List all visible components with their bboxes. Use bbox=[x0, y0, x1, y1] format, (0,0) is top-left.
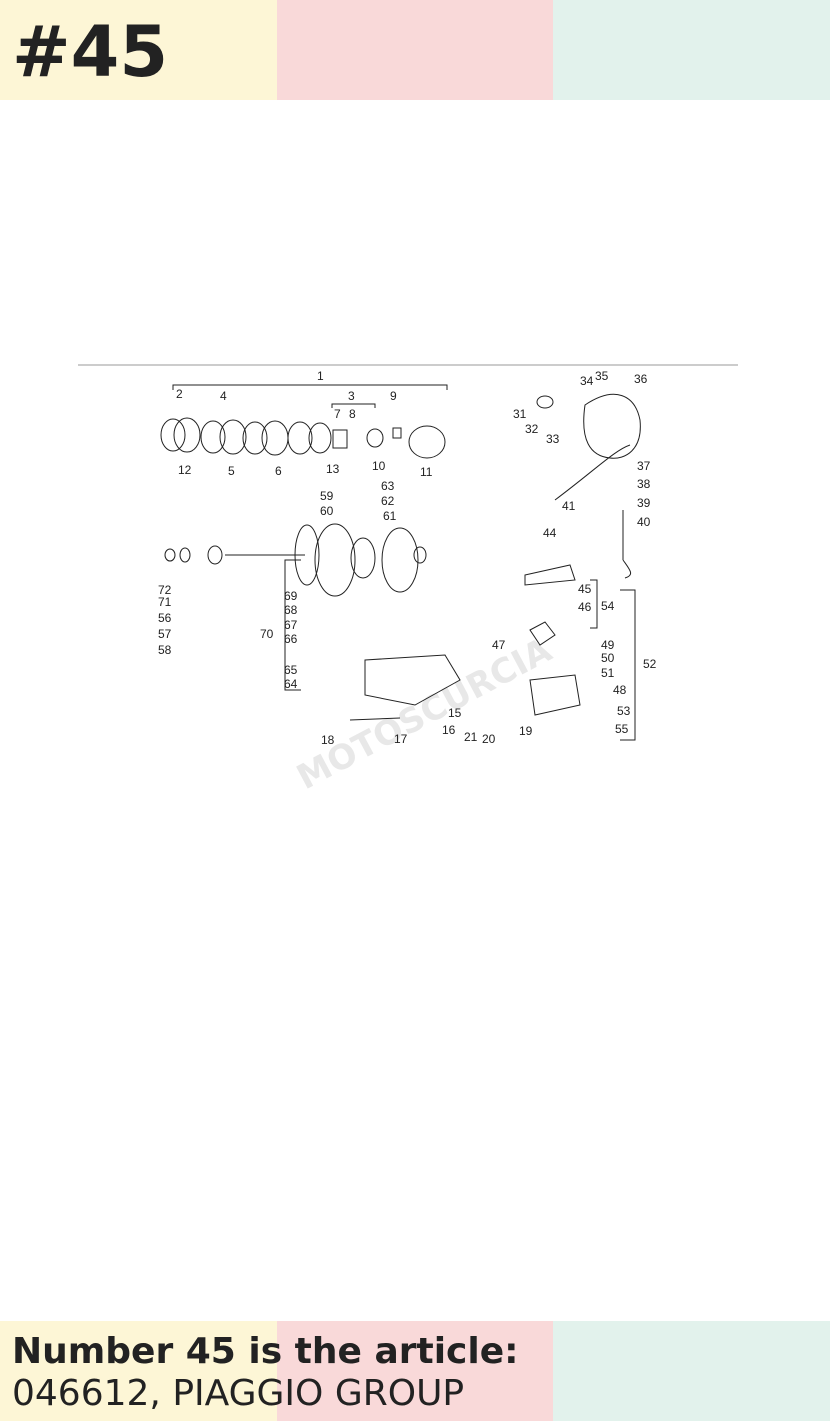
callout-label: 68 bbox=[284, 603, 298, 617]
callout-label: 44 bbox=[543, 526, 557, 540]
callout-label: 52 bbox=[643, 657, 657, 671]
callout-label: 4 bbox=[220, 389, 227, 403]
callout-label: 32 bbox=[525, 422, 539, 436]
callout-label: 1 bbox=[317, 369, 324, 383]
callout-label: 35 bbox=[595, 369, 609, 383]
callout-label: 6 bbox=[275, 464, 282, 478]
callout-label: 53 bbox=[617, 704, 631, 718]
article-caption: Number 45 is the article: 046612, PIAGGI… bbox=[12, 1331, 812, 1415]
callout-label: 41 bbox=[562, 499, 576, 513]
callout-label: 5 bbox=[228, 464, 235, 478]
callout-labels: 1 2 3 4 5 6 7 8 9 10 11 12 13 15 16 17 1… bbox=[158, 369, 657, 747]
band-green-segment bbox=[553, 1321, 830, 1421]
callout-label: 40 bbox=[637, 515, 651, 529]
callout-label: 48 bbox=[613, 683, 627, 697]
watermark-text: MOTOSCURCIA bbox=[290, 630, 558, 798]
caption-article-code: 046612, PIAGGIO GROUP bbox=[12, 1373, 465, 1414]
callout-label: 11 bbox=[420, 465, 433, 479]
callout-label: 57 bbox=[158, 627, 172, 641]
callout-label: 46 bbox=[578, 600, 592, 614]
callout-label: 16 bbox=[442, 723, 456, 737]
callout-label: 36 bbox=[634, 372, 648, 386]
callout-label: 38 bbox=[637, 477, 651, 491]
callout-label: 34 bbox=[580, 374, 594, 388]
callout-label: 39 bbox=[637, 496, 651, 510]
bottom-color-band bbox=[0, 1321, 830, 1421]
callout-label: 12 bbox=[178, 463, 192, 477]
callout-label: 55 bbox=[615, 722, 629, 736]
callout-label: 64 bbox=[284, 677, 298, 691]
callout-label: 69 bbox=[284, 589, 298, 603]
callout-label: 51 bbox=[601, 666, 615, 680]
callout-label: 71 bbox=[158, 595, 172, 609]
callout-label: 63 bbox=[381, 479, 395, 493]
callout-label: 10 bbox=[372, 459, 386, 473]
callout-label: 67 bbox=[284, 618, 298, 632]
band-yellow-segment bbox=[0, 0, 277, 100]
band-green-segment bbox=[553, 0, 830, 100]
callout-label: 59 bbox=[320, 489, 334, 503]
callout-label: 19 bbox=[519, 724, 533, 738]
callout-label: 33 bbox=[546, 432, 560, 446]
callout-label: 8 bbox=[349, 407, 356, 421]
callout-label: 2 bbox=[176, 387, 183, 401]
callout-label: 9 bbox=[390, 389, 397, 403]
callout-label: 47 bbox=[492, 638, 506, 652]
callout-label: 37 bbox=[637, 459, 651, 473]
top-color-band bbox=[0, 0, 830, 100]
callout-label: 54 bbox=[601, 599, 615, 613]
item-number-title: #45 bbox=[12, 11, 169, 93]
callout-label: 66 bbox=[284, 632, 298, 646]
callout-label: 72 bbox=[158, 583, 172, 597]
callout-label: 62 bbox=[381, 494, 395, 508]
band-yellow-segment bbox=[0, 1321, 277, 1421]
callout-label: 15 bbox=[448, 706, 462, 720]
callout-label: 45 bbox=[578, 582, 592, 596]
callout-label: 3 bbox=[348, 389, 355, 403]
callout-label: 17 bbox=[394, 732, 408, 746]
callout-label: 58 bbox=[158, 643, 172, 657]
callout-label: 7 bbox=[334, 407, 341, 421]
band-pink-segment bbox=[276, 1321, 554, 1421]
callout-label: 21 bbox=[464, 730, 478, 744]
callout-label: 31 bbox=[513, 407, 527, 421]
callout-label: 13 bbox=[326, 462, 340, 476]
caption-heading: Number 45 is the article: bbox=[12, 1331, 519, 1372]
callout-label: 70 bbox=[260, 627, 274, 641]
exploded-parts-diagram: MOTOSCURCIA bbox=[78, 364, 738, 798]
callout-label: 60 bbox=[320, 504, 334, 518]
callout-label: 56 bbox=[158, 611, 172, 625]
band-pink-segment bbox=[276, 0, 554, 100]
callout-label: 61 bbox=[383, 509, 397, 523]
callout-label: 49 bbox=[601, 638, 615, 652]
callout-label: 65 bbox=[284, 663, 298, 677]
callout-label: 50 bbox=[601, 651, 615, 665]
callout-label: 18 bbox=[321, 733, 335, 747]
callout-label: 20 bbox=[482, 732, 496, 746]
